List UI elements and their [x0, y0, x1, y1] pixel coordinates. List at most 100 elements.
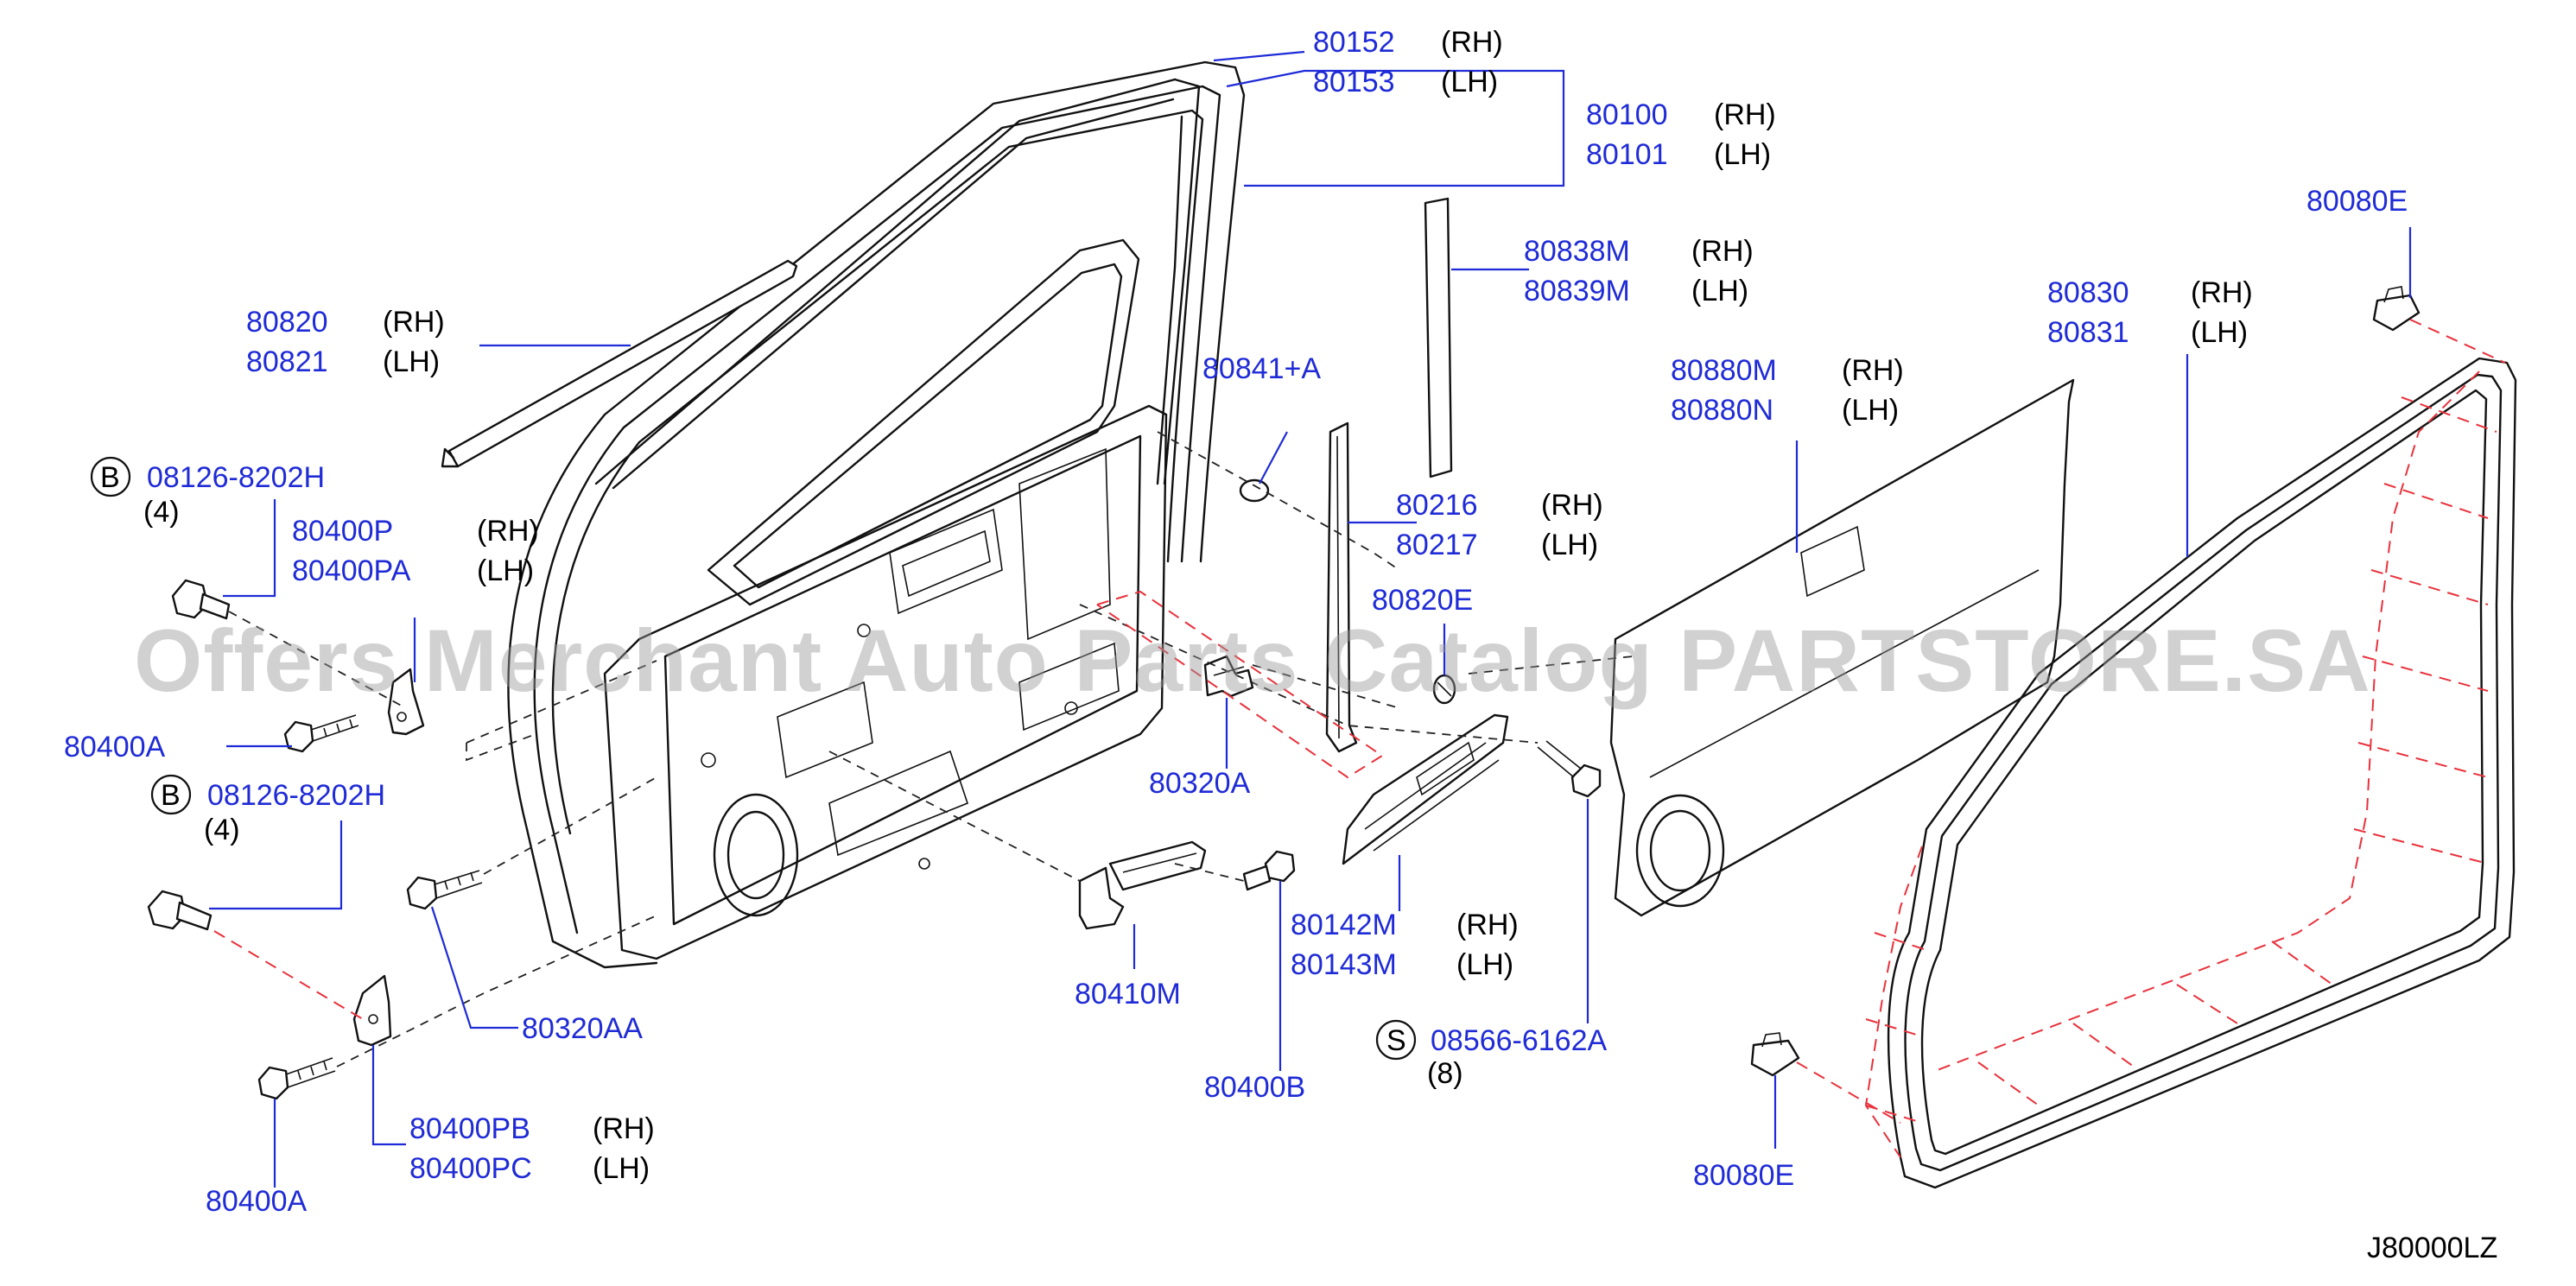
- callout-80320a[interactable]: 80320A: [1149, 767, 1251, 800]
- bolt-80400b: [1242, 850, 1296, 891]
- callout-80820e[interactable]: 80820E: [1372, 584, 1473, 617]
- door-inner-body: [603, 404, 1168, 960]
- side-indicator: (RH): [383, 306, 445, 339]
- part-number[interactable]: 80831: [2047, 316, 2129, 349]
- callout-80880m[interactable]: 80880M (RH): [1671, 354, 1904, 387]
- callout-80101[interactable]: 80101 (LH): [1586, 138, 1771, 171]
- callout-80100[interactable]: 80100 (RH): [1586, 98, 1776, 131]
- part-number[interactable]: 80400P: [292, 515, 393, 548]
- callout-80838m[interactable]: 80838M (RH): [1524, 235, 1754, 268]
- callout-80410m[interactable]: 80410M: [1075, 978, 1181, 1010]
- callout-80820[interactable]: 80820 (RH): [246, 306, 445, 339]
- red-guide-lines: [213, 319, 2506, 1158]
- side-indicator: (LH): [2191, 316, 2248, 349]
- part-number[interactable]: 80080E: [2306, 185, 2408, 218]
- callout-08126-mid[interactable]: B 08126-8202H (4): [150, 774, 385, 846]
- door-inner-window-opening: [707, 238, 1140, 606]
- callout-08566[interactable]: S 08566-6162A (8): [1375, 1019, 1608, 1090]
- part-number[interactable]: 80400PA: [292, 554, 411, 587]
- callout-80400a-bottom[interactable]: 80400A: [206, 1185, 308, 1218]
- part-number[interactable]: 80820E: [1372, 584, 1473, 617]
- callout-80152[interactable]: 80152 (RH): [1313, 26, 1503, 59]
- part-number[interactable]: 80320AA: [522, 1012, 643, 1045]
- side-indicator: (LH): [1842, 394, 1899, 427]
- part-number[interactable]: 80320A: [1149, 767, 1251, 800]
- side-indicator: (LH): [1714, 138, 1771, 171]
- part-number[interactable]: 80101: [1586, 138, 1668, 171]
- part-number[interactable]: 80143M: [1291, 948, 1397, 981]
- bolt-hex-mid-left: [147, 890, 213, 931]
- callout-80841a[interactable]: 80841+A: [1202, 352, 1321, 385]
- door-hinge-lower: [352, 974, 392, 1047]
- callout-08126-top[interactable]: B 08126-8202H (4): [90, 456, 325, 529]
- part-number[interactable]: 80400B: [1204, 1071, 1305, 1104]
- part-number[interactable]: 80400PB: [409, 1112, 530, 1145]
- callout-80153[interactable]: 80153 (LH): [1313, 66, 1498, 98]
- part-number[interactable]: 80839M: [1524, 275, 1630, 307]
- part-number[interactable]: 80841+A: [1202, 352, 1321, 385]
- callout-80080e-top[interactable]: 80080E: [2306, 185, 2408, 218]
- part-number[interactable]: 80152: [1313, 26, 1395, 59]
- callout-80400pc[interactable]: 80400PC (LH): [409, 1152, 650, 1185]
- callout-80080e-bottom[interactable]: 80080E: [1693, 1159, 1794, 1192]
- glass-run-channel: [594, 78, 1201, 490]
- part-number[interactable]: 80838M: [1524, 235, 1630, 268]
- part-number[interactable]: 80142M: [1291, 909, 1397, 941]
- part-number[interactable]: 80400A: [206, 1185, 308, 1218]
- door-hinge-upper: [387, 668, 425, 736]
- side-indicator: (RH): [593, 1112, 655, 1145]
- callout-80217[interactable]: 80217 (LH): [1396, 529, 1598, 561]
- side-indicator: (RH): [1456, 909, 1519, 941]
- part-number[interactable]: 08126-8202H: [207, 779, 385, 812]
- callout-80400p[interactable]: 80400P (RH): [292, 515, 539, 548]
- callout-80400a-top[interactable]: 80400A: [64, 731, 166, 763]
- sash-stay: [1325, 421, 1358, 753]
- screw-group-badge: [1375, 1019, 1417, 1061]
- callout-80400pa[interactable]: 80400PA (LH): [292, 554, 534, 587]
- callout-80839m[interactable]: 80839M (LH): [1524, 275, 1748, 307]
- callout-80400b[interactable]: 80400B: [1204, 1071, 1305, 1104]
- callout-80880n[interactable]: 80880N (LH): [1671, 394, 1899, 427]
- watermark-text: Offers Merchant Auto Parts Catalog PARTS…: [134, 611, 2371, 710]
- part-number[interactable]: 08126-8202H: [147, 461, 325, 494]
- part-number[interactable]: 80400PC: [409, 1152, 532, 1185]
- bolt-group-badge: [150, 774, 192, 815]
- part-number[interactable]: 80217: [1396, 529, 1478, 561]
- assembly-lines: [228, 431, 1634, 1067]
- part-number[interactable]: 80880M: [1671, 354, 1777, 387]
- callout-80143m[interactable]: 80143M (LH): [1291, 948, 1513, 981]
- part-number[interactable]: 80216: [1396, 489, 1478, 522]
- part-number[interactable]: 80830: [2047, 276, 2129, 309]
- part-number[interactable]: 80080E: [1693, 1159, 1794, 1192]
- badge-letter: B: [100, 461, 120, 494]
- part-number[interactable]: 80880N: [1671, 394, 1773, 427]
- callout-80830[interactable]: 80830 (RH): [2047, 276, 2253, 309]
- part-number[interactable]: 80153: [1313, 66, 1395, 98]
- part-number[interactable]: 80400A: [64, 731, 166, 763]
- part-number[interactable]: 80821: [246, 345, 328, 378]
- outside-handle-bracket: [1342, 713, 1509, 865]
- outside-moulding: [441, 259, 798, 468]
- callout-80821[interactable]: 80821 (LH): [246, 345, 440, 378]
- callout-80216[interactable]: 80216 (RH): [1396, 489, 1603, 522]
- callout-80142m[interactable]: 80142M (RH): [1291, 909, 1519, 941]
- part-number[interactable]: 08566-6162A: [1431, 1024, 1608, 1057]
- part-number[interactable]: 80410M: [1075, 978, 1181, 1010]
- bolt-80320aa: [406, 870, 483, 910]
- bolt-group-badge: [90, 456, 131, 497]
- side-indicator: (RH): [1842, 354, 1904, 387]
- side-indicator: (RH): [1691, 235, 1754, 268]
- callout-80320aa[interactable]: 80320AA: [522, 1012, 643, 1045]
- part-number[interactable]: 80100: [1586, 98, 1668, 131]
- quantity: (8): [1427, 1057, 1463, 1090]
- side-indicator: (LH): [1541, 529, 1598, 561]
- diagram-code: J80000LZ: [2367, 1232, 2497, 1264]
- callout-80831[interactable]: 80831 (LH): [2047, 316, 2248, 349]
- sash-trim-strip: [1424, 197, 1453, 478]
- badge-letter: S: [1386, 1024, 1406, 1057]
- side-indicator: (RH): [1441, 26, 1503, 59]
- part-number[interactable]: 80820: [246, 306, 328, 339]
- callout-80400pb[interactable]: 80400PB (RH): [409, 1112, 655, 1145]
